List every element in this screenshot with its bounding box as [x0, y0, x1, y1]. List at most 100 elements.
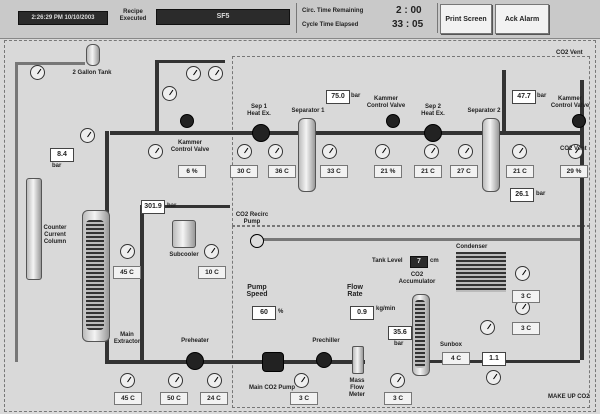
separator1-label: Separator 1: [291, 108, 325, 114]
mass-flow-meter: [352, 346, 364, 374]
pressure-gauge: [515, 266, 530, 281]
pressure-gauge: [480, 320, 495, 335]
recipe-value: SF5: [156, 9, 290, 25]
pressure-gauge: [186, 66, 201, 81]
temp-cond2: 3 C: [512, 322, 540, 335]
pressure-gauge: [162, 86, 177, 101]
temp-subcooler: 10 C: [198, 266, 226, 279]
temp-bottom5: 3 C: [384, 392, 412, 405]
pressure-sep1: 75.0: [326, 90, 350, 104]
separator-panel: [232, 56, 590, 226]
pressure-accum: 35.6: [388, 326, 412, 340]
tank-level-value: 7: [410, 256, 428, 268]
main-extractor-label: Main Extractor: [113, 332, 141, 345]
bar-label-2: bar: [167, 203, 177, 209]
pressure-gauge: [294, 373, 309, 388]
kammer1-label: Kammer Control Valve: [170, 140, 210, 153]
preheater[interactable]: [186, 352, 204, 370]
temp-sep1b: 36 C: [268, 165, 296, 178]
temp-sep1c: 33 C: [320, 165, 348, 178]
bar-label-6: bar: [394, 341, 404, 347]
tank-level-unit: cm: [430, 258, 439, 264]
kammer3-label: Kammer Control Valve: [550, 96, 590, 109]
main-pump-label: Main CO2 Pump: [248, 385, 295, 391]
recipe-label: Recipe Executed: [119, 9, 147, 22]
pressure-gauge: [458, 144, 473, 159]
pressure-extractor: 301.9: [141, 200, 165, 214]
separator-1: [298, 118, 316, 192]
datetime-display: 2:26:29 PM 10/10/2003: [18, 11, 108, 25]
pressure-gauge: [486, 370, 501, 385]
co2-recirc-label: CO2 Recirc Pump: [235, 212, 269, 225]
temp-bottom4: 3 C: [290, 392, 318, 405]
temp-sep2a: 21 C: [414, 165, 442, 178]
condenser-coil: [456, 252, 506, 292]
tank-level-label: Tank Level: [372, 258, 403, 264]
pressure-gauge: [268, 144, 283, 159]
main-co2-pump[interactable]: [262, 352, 284, 372]
pressure-gauge: [322, 144, 337, 159]
pump-speed-unit: %: [278, 309, 284, 315]
circ-time-label: Circ. Time Remaining: [302, 8, 364, 14]
temp-sep1a: 30 C: [230, 165, 258, 178]
subcooler-label: Subcooler: [169, 252, 199, 258]
cycle-time-label: Cycle Time Elapsed: [302, 22, 359, 28]
pump-speed-label: Pump Speed: [246, 284, 268, 298]
co2-vent-right: CO2 Vent: [560, 146, 587, 152]
co2-accumulator-label: CO2 Accumulator: [398, 272, 436, 285]
kammer3-pct: 29 %: [560, 165, 588, 178]
print-screen-button[interactable]: Print Screen: [440, 4, 492, 34]
sep1-heat-label: Sep 1 Heat Ex.: [247, 104, 271, 117]
tank-label: 2 Gallon Tank: [72, 70, 112, 76]
temp-bottom2: 50 C: [160, 392, 188, 405]
pressure-gauge: [375, 144, 390, 159]
separator-2: [482, 118, 500, 192]
pressure-gauge: [390, 373, 405, 388]
kammer-valve-3[interactable]: [572, 114, 586, 128]
temp-cond1: 3 C: [512, 290, 540, 303]
pressure-gauge: [512, 144, 527, 159]
pressure-column: 8.4: [50, 148, 74, 162]
temp-sep2c: 21 C: [506, 165, 534, 178]
pump-speed-value: 60: [252, 306, 276, 320]
pressure-gauge: [424, 144, 439, 159]
sunbox-value: 1.1: [482, 352, 506, 366]
prechiller-label: Prechiller: [312, 338, 340, 344]
flow-rate-value: 0.9: [350, 306, 374, 320]
flow-rate-label: Flow Rate: [347, 284, 363, 298]
prechiller[interactable]: [316, 352, 332, 368]
cycle-time-value: 33 : 05: [392, 19, 424, 30]
temp-sunbox: 4 C: [442, 352, 470, 365]
mass-flow-label: Mass Flow Meter: [348, 378, 365, 398]
ack-alarm-button[interactable]: Ack Alarm: [495, 4, 549, 34]
preheater-label: Preheater: [181, 338, 209, 344]
temp-bottom1: 45 C: [114, 392, 142, 405]
pressure-gauge: [80, 128, 95, 143]
pressure-gauge: [208, 66, 223, 81]
make-up-label: MAKE UP CO2: [548, 394, 590, 400]
kammer1-pct: 6 %: [178, 165, 206, 178]
temp-extractor: 45 C: [113, 266, 141, 279]
sep1-heat-exchanger[interactable]: [252, 124, 270, 142]
pressure-gauge: [120, 244, 135, 259]
condenser-label: Condenser: [456, 244, 488, 250]
tank-vessel: [86, 44, 100, 66]
main-panel: [4, 40, 596, 412]
kammer-valve-1[interactable]: [180, 114, 194, 128]
bar-label-5: bar: [536, 191, 546, 197]
pressure-sep2b: 26.1: [510, 188, 534, 202]
circ-time-value: 2 : 00: [396, 5, 422, 16]
kammer2-label: Kammer Control Valve: [366, 96, 406, 109]
kammer-valve-2[interactable]: [386, 114, 400, 128]
pressure-gauge: [30, 65, 45, 80]
pressure-gauge: [168, 373, 183, 388]
pressure-sep2: 47.7: [512, 90, 536, 104]
sep2-heat-exchanger[interactable]: [424, 124, 442, 142]
separator2-label: Separator 2: [467, 108, 501, 114]
kammer2-pct: 21 %: [374, 165, 402, 178]
bar-label-3: bar: [351, 93, 361, 99]
bar-label-4: bar: [537, 93, 547, 99]
co2-recirc-pump[interactable]: [250, 234, 264, 248]
pump-panel: [232, 226, 590, 408]
bar-label-1: bar: [52, 163, 62, 169]
